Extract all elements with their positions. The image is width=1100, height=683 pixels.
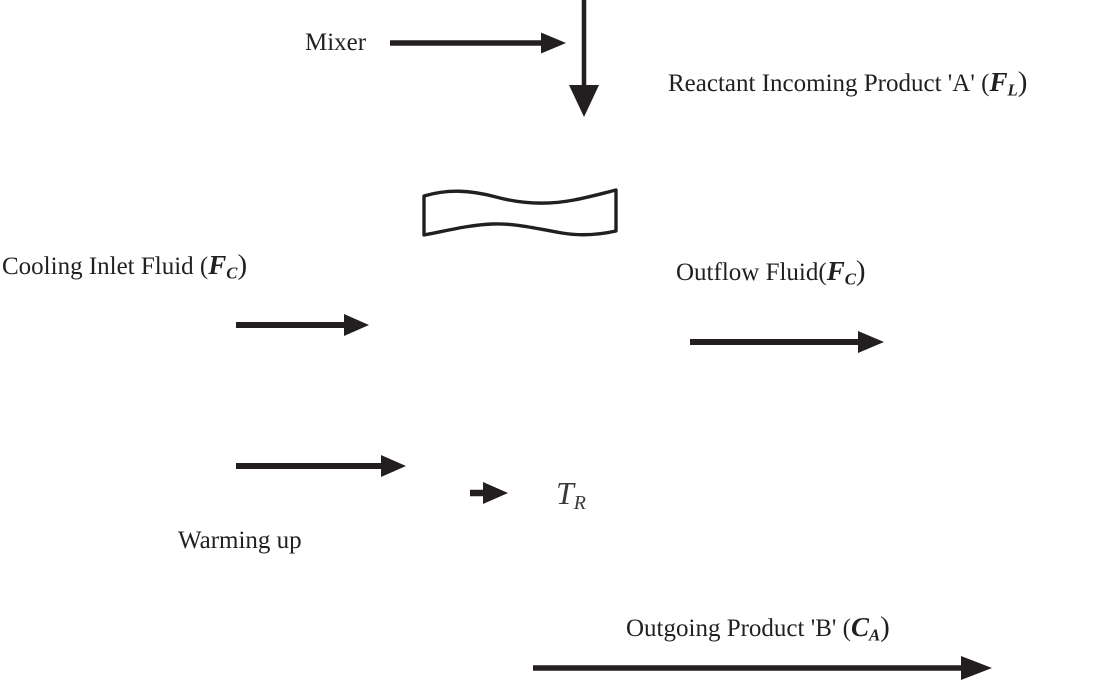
label-outgoing-product: Outgoing Product 'B' (CA) [626, 613, 890, 644]
symbol-product-concentration-subscript: A [869, 625, 881, 645]
label-cooling-inlet-close-paren: ) [237, 249, 248, 281]
label-reactant-incoming-text: Reactant Incoming Product 'A' ( [668, 70, 990, 97]
symbol-cooling-flowrate: FC [208, 250, 238, 283]
arrow-cooling-inlet-upper [236, 314, 369, 336]
label-reactant-incoming-close-paren: ) [1017, 66, 1028, 98]
reactor-vessel-shape [422, 188, 618, 237]
arrow-warming-up [236, 455, 406, 477]
symbol-reactor-temperature-subscript: R [573, 492, 586, 515]
symbol-product-concentration: CA [850, 612, 881, 645]
arrow-reactor-temperature-stub [470, 482, 508, 504]
label-warming-up: Warming up [178, 527, 302, 554]
symbol-reactant-flowrate-base: F [989, 67, 1008, 97]
arrow-outgoing-product [533, 656, 992, 680]
label-cooling-inlet-fluid: Cooling Inlet Fluid (FC) [2, 251, 247, 282]
symbol-reactor-temperature: TR [556, 477, 586, 514]
label-outgoing-product-close-paren: ) [880, 611, 890, 643]
label-reactant-incoming: Reactant Incoming Product 'A' (FL) [668, 68, 1027, 99]
arrow-reactant-incoming [569, 0, 599, 117]
symbol-reactant-flowrate-subscript: L [1007, 80, 1018, 100]
label-mixer: Mixer [305, 29, 367, 56]
label-outflow-fluid: Outflow Fluid(FC) [676, 257, 866, 288]
symbol-outflow-flowrate-base: F [826, 256, 845, 286]
symbol-reactor-temperature-base: T [556, 475, 574, 511]
arrow-mixer-feed [390, 32, 566, 54]
symbol-outflow-flowrate-subscript: C [844, 269, 856, 289]
symbol-outflow-flowrate: FC [826, 256, 856, 289]
symbol-product-concentration-base: C [850, 612, 869, 642]
label-outgoing-product-text: Outgoing Product 'B' ( [626, 615, 851, 642]
symbol-cooling-flowrate-subscript: C [226, 263, 238, 283]
symbol-reactant-flowrate: FL [989, 67, 1018, 100]
symbol-cooling-flowrate-base: F [208, 250, 227, 280]
label-cooling-inlet-text: Cooling Inlet Fluid ( [2, 253, 209, 280]
label-outflow-fluid-close-paren: ) [855, 255, 866, 287]
arrow-outflow-fluid [690, 331, 884, 353]
label-outflow-fluid-text: Outflow Fluid( [676, 259, 827, 286]
